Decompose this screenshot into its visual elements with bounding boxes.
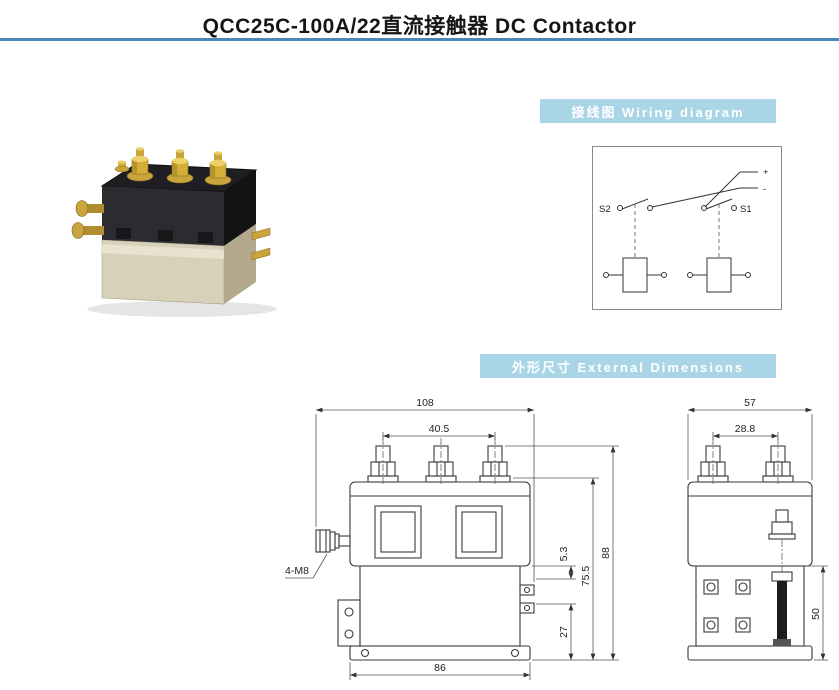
contactor-photo-illustration [71,147,277,317]
product-photo [40,112,310,322]
dim-step-label: 5.3 [558,547,570,562]
front-view-drawing: 108 40.5 88 75.5 5.3 27 86 4-M8 [283,390,635,688]
front-view-outline [315,445,535,661]
dim-base-height-label: 27 [558,626,570,638]
minus-terminal-label: - [763,184,766,195]
contactor-housing [100,163,258,305]
side-stud-centerlines [712,438,783,572]
terminal-studs [114,147,232,186]
wiring-diagram-svg: + - S2 S1 [592,146,782,310]
side-view-drawing: 57 28.8 50 [652,390,834,688]
front-stud-centerlines [382,438,496,484]
photo-shadow [87,301,277,317]
side-view-svg: 57 28.8 50 [687,397,828,661]
side-view-dimension-lines [687,407,828,661]
wiring-diagram: + - S2 S1 [592,146,782,310]
wiring-badge-label: 接线图 Wiring diagram [571,104,745,120]
page-title: QCC25C-100A/22直流接触器 DC Contactor [202,15,637,38]
side-bolt [771,571,793,646]
dim-width-total-label: 108 [416,397,434,409]
side-terminal-tabs [251,227,271,261]
dim-stud-span-label: 40.5 [429,423,450,435]
wiring-labels: + - S2 S1 [599,167,769,215]
wiring-diagram-frame [592,146,782,310]
plus-terminal-label: + [763,167,769,178]
front-view-dim-labels: 108 40.5 88 75.5 5.3 27 86 4-M8 [285,397,612,674]
wiring-circuit-lines [603,171,758,293]
side-dim-stud-span-label: 28.8 [735,423,756,435]
side-screws [71,200,104,239]
side-view-dim-labels: 57 28.8 50 [735,397,822,620]
bolt-spec-label: 4-M8 [285,565,309,577]
front-view-dimension-lines [285,407,619,680]
wiring-linkage-lines [634,204,720,258]
dimensions-section-badge: 外形尺寸 External Dimensions [480,354,776,378]
dim-height-total-label: 88 [600,547,612,559]
side-dim-width-total-label: 57 [744,397,756,409]
side-dim-base-height-label: 50 [810,608,822,620]
s1-contact-label: S1 [740,204,752,215]
dim-base-width-label: 86 [434,662,446,674]
dimensions-badge-label: 外形尺寸 External Dimensions [511,359,745,375]
s2-contact-label: S2 [599,204,611,215]
dim-height-body-label: 75.5 [580,566,592,587]
wiring-section-badge: 接线图 Wiring diagram [540,99,776,123]
title-divider [0,38,839,41]
front-view-svg: 108 40.5 88 75.5 5.3 27 86 4-M8 [285,397,619,680]
side-view-outline [687,445,813,661]
